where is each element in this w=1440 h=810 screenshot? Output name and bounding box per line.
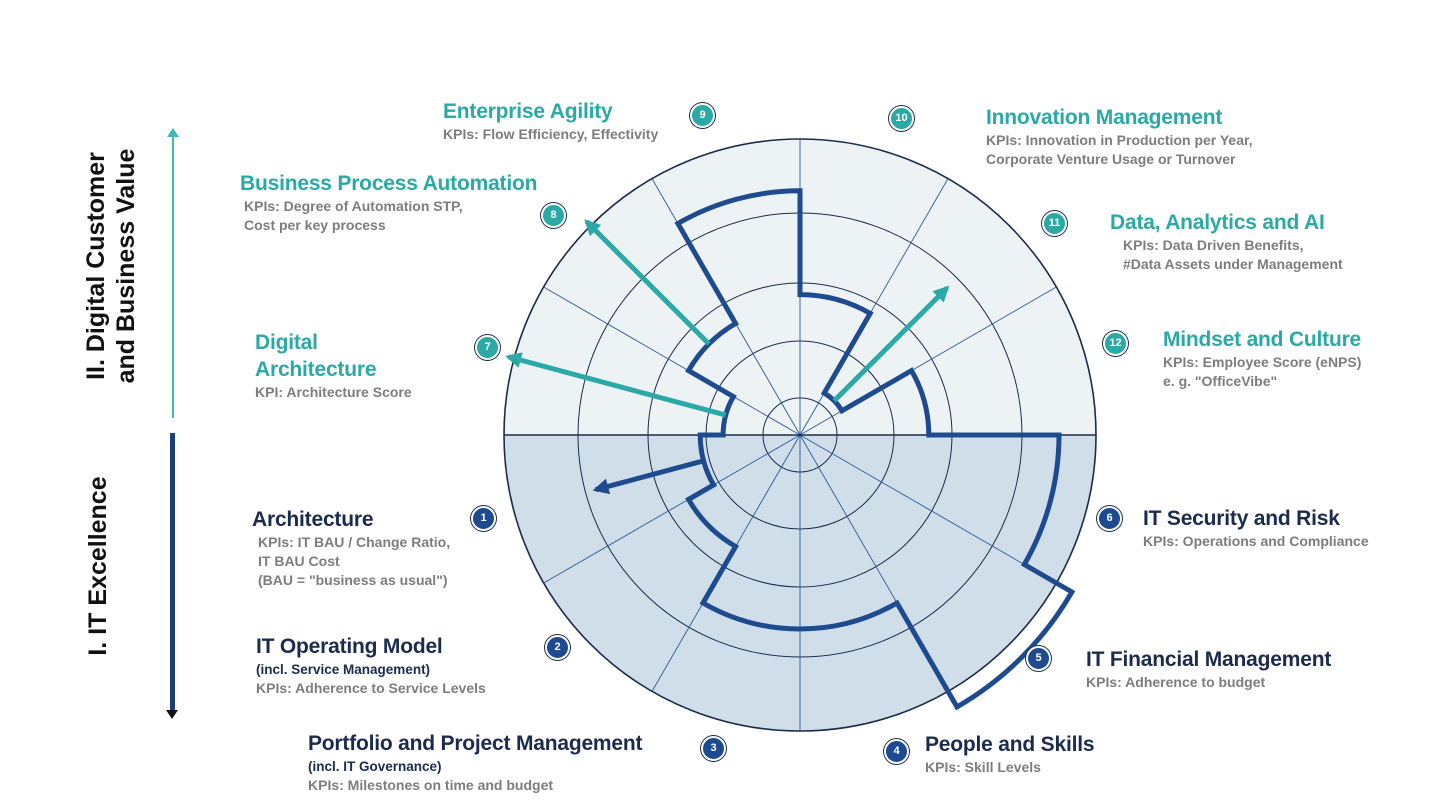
segment-number-badge: 7 [475,335,500,360]
segment-label-data-analytics-ai: Data, Analytics and AI KPIs: Data Driven… [1110,209,1343,274]
segment-label-innovation-management: Innovation Management KPIs: Innovation i… [986,104,1253,169]
segment-kpi: KPIs: Adherence to budget [1086,674,1266,690]
segment-kpi: Cost per key process [244,217,386,233]
segment-spoke [543,286,801,436]
segment-title: People and Skills [925,733,1095,756]
segment-number-badge: 1 [471,506,496,531]
segment-kpi: IT BAU Cost [258,553,340,569]
segment-kpi: KPIs: Degree of Automation STP, [244,198,463,214]
segment-kpi: KPIs: IT BAU / Change Ratio, [258,534,451,550]
segment-label-it-security-and-risk: IT Security and Risk KPIs: Operations an… [1143,505,1369,551]
section-title-digital-line2: and Business Value [112,148,140,384]
excellence-direction-arrow [166,433,178,719]
segment-note: (incl. IT Governance) [308,759,442,774]
digital-direction-arrow [167,128,179,418]
segment-title: Portfolio and Project Management [308,732,643,755]
segment-number-badge: 10 [889,106,914,131]
section-title-digital: II. Digital Customer and Business Value [81,146,141,386]
radar-outline [503,138,1097,732]
segment-number-badge: 8 [541,203,566,228]
segment-kpi: KPIs: Innovation in Production per Year, [986,132,1253,148]
segment-kpi: KPIs: Milestones on time and budget [308,777,554,793]
segment-number-badge: 6 [1097,506,1122,531]
segment-kpi: KPIs: Skill Levels [925,759,1041,775]
segment-kpi: e. g. "OfficeVibe" [1163,373,1278,389]
segment-number-badge: 3 [701,736,726,761]
target-arrow [832,285,950,403]
segment-number-badge: 9 [690,103,715,128]
segment-number-badge: 12 [1103,331,1128,356]
segment-label-it-operating-model: IT Operating Model (incl. Service Manage… [256,633,486,698]
maturity-level-line [674,188,1076,711]
target-arrow [592,458,705,495]
segment-number-badge: 11 [1042,211,1067,236]
segment-spoke [799,434,1057,584]
segment-label-enterprise-agility: Enterprise Agility KPIs: Flow Efficiency… [443,98,658,144]
segment-kpi: KPIs: Flow Efficiency, Effectivity [443,126,659,142]
segment-kpi: (BAU = "business as usual") [258,572,448,588]
target-arrows [505,219,950,495]
section-title-excellence: I. IT Excellence [84,476,112,656]
segment-kpi: KPIs: Adherence to Service Levels [256,680,486,696]
section-title-digital-line1: II. Digital Customer [82,152,110,380]
segment-label-mindset-and-culture: Mindset and Culture KPIs: Employee Score… [1163,326,1361,391]
target-arrow [505,352,727,418]
segment-label-portfolio-project-management: Portfolio and Project Management (incl. … [308,730,643,795]
segment-label-architecture: Architecture KPIs: IT BAU / Change Ratio… [252,506,450,590]
segment-kpi: KPIs: Operations and Compliance [1143,533,1369,549]
segment-label-it-financial-management: IT Financial Management KPIs: Adherence … [1086,646,1331,692]
segment-title: IT Financial Management [1086,648,1332,671]
segment-number-badge: 4 [884,739,909,764]
segment-title: Mindset and Culture [1163,328,1362,351]
segment-title-line: Digital [255,331,318,354]
segment-title: Enterprise Agility [443,100,613,123]
segment-title-line: Architecture [255,358,377,381]
segment-title: Innovation Management [986,106,1223,129]
target-arrow [584,219,711,346]
segment-number-badge: 2 [545,635,570,660]
segment-title: IT Operating Model [256,635,443,658]
segment-label-business-process-automation: Business Process Automation KPIs: Degree… [240,170,537,235]
segment-note: (incl. Service Management) [256,662,431,677]
segment-number-badge: 5 [1026,646,1051,671]
segment-title: Business Process Automation [240,172,538,195]
segment-kpi: Corporate Venture Usage or Turnover [986,151,1236,167]
segment-kpi: #Data Assets under Management [1123,256,1343,272]
segment-title: Architecture [252,508,374,531]
segment-title: Data, Analytics and AI [1110,211,1325,234]
segment-spoke [543,434,801,584]
segment-label-digital-architecture: Digital Architecture KPI: Architecture S… [255,329,412,402]
segment-kpi: KPIs: Data Driven Benefits, [1123,237,1304,253]
segment-title: IT Security and Risk [1143,507,1340,530]
segment-kpi: KPIs: Employee Score (eNPS) [1163,354,1362,370]
segment-kpi: KPI: Architecture Score [255,384,412,400]
segment-label-people-and-skills: People and Skills KPIs: Skill Levels [925,731,1095,777]
